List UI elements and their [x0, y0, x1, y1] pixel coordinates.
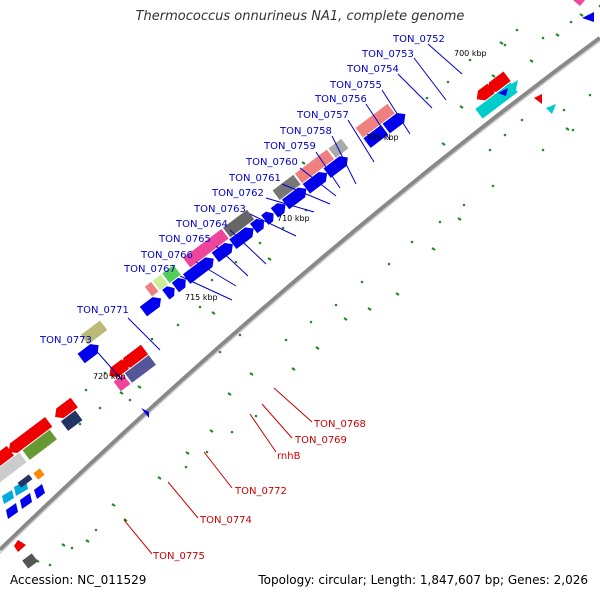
- cds-edge-16[interactable]: [546, 104, 556, 114]
- cds-ton0752[interactable]: [363, 125, 389, 148]
- map-title: Thermococcus onnurineus NA1, complete ge…: [135, 9, 465, 24]
- gene-label[interactable]: TON_0760: [245, 157, 298, 168]
- cds-arrow-5[interactable]: [270, 200, 289, 218]
- gene-label[interactable]: TON_0761: [228, 173, 281, 184]
- cds-arrow-4[interactable]: [281, 184, 310, 210]
- gene-label[interactable]: TON_0768: [313, 419, 366, 430]
- cds-arrow-12[interactable]: [162, 283, 178, 300]
- gene-label[interactable]: TON_0755: [329, 80, 382, 91]
- cog-block-khaki[interactable]: [80, 320, 108, 345]
- cds-arrow-10[interactable]: [182, 254, 217, 284]
- cog-block-darkgray[interactable]: [272, 174, 301, 201]
- cds-edge-12[interactable]: [582, 12, 594, 22]
- tick-label: 700 kbp: [454, 49, 487, 58]
- cog-block-green[interactable]: [162, 265, 181, 284]
- cog-block-salmon[interactable]: [355, 103, 395, 138]
- gene-label[interactable]: TON_0763: [193, 204, 246, 215]
- cds-edge-6[interactable]: [20, 493, 32, 509]
- gene-label[interactable]: TON_0774: [199, 515, 252, 526]
- cds-edge-2[interactable]: [2, 490, 14, 504]
- gene-label[interactable]: TON_0752: [392, 34, 445, 45]
- cds-rev-2[interactable]: [473, 83, 495, 104]
- cds-edge-11[interactable]: [573, 0, 585, 6]
- cds-edge-13[interactable]: [508, 80, 518, 90]
- cog-rev-cyan[interactable]: [475, 82, 518, 119]
- topology-summary: Topology: circular; Length: 1,847,607 bp…: [258, 573, 588, 587]
- accession-label: Accession: NC_011529: [10, 573, 147, 587]
- gene-label[interactable]: TON_0757: [296, 110, 349, 121]
- cog-rev-pink[interactable]: [113, 374, 131, 392]
- gene-label[interactable]: TON_0767: [123, 264, 176, 275]
- cds-ton0768[interactable]: [119, 344, 149, 371]
- gene-label[interactable]: TON_0766: [140, 250, 193, 261]
- tick-label: 705 kbp: [366, 133, 399, 142]
- genome-backbone: [0, 36, 600, 552]
- cds-edge-9[interactable]: [22, 553, 38, 569]
- feature-track: [0, 71, 518, 501]
- cds-ton0772[interactable]: [51, 397, 78, 422]
- edge-features: [2, 0, 594, 569]
- cog-rev-olive[interactable]: [22, 429, 57, 460]
- cds-edge-14[interactable]: [498, 88, 508, 96]
- cds-ton0775[interactable]: [0, 445, 14, 494]
- gene-label[interactable]: TON_0773: [39, 335, 92, 346]
- cds-ton0774[interactable]: [5, 416, 53, 457]
- cds-edge-8[interactable]: [14, 540, 26, 552]
- cds-arrow-6[interactable]: [261, 209, 277, 225]
- gene-label[interactable]: TON_0771: [76, 305, 129, 316]
- cds-rev-1[interactable]: [484, 71, 511, 96]
- gene-label[interactable]: TON_0765: [158, 234, 211, 245]
- tick-label: 715 kbp: [185, 293, 218, 302]
- gene-label[interactable]: TON_0754: [346, 64, 399, 75]
- cds-arrow-9[interactable]: [211, 239, 237, 263]
- gene-label[interactable]: TON_0769: [294, 435, 347, 446]
- leader-lines-red: [123, 387, 313, 555]
- cds-edge-7[interactable]: [34, 484, 45, 499]
- gene-label[interactable]: TON_0775: [152, 551, 205, 562]
- genome-backbone-shadow: [0, 40, 600, 554]
- cds-edge-10[interactable]: [141, 408, 149, 418]
- cds-edge-3[interactable]: [17, 474, 33, 488]
- cog-rev-navy-2[interactable]: [60, 410, 83, 431]
- gene-label[interactable]: TON_0772: [234, 486, 287, 497]
- gene-label[interactable]: TON_0756: [314, 94, 367, 105]
- leader-lines-blue: [91, 43, 463, 381]
- cog-block-salmon-2[interactable]: [294, 149, 335, 184]
- cds-arrow-8[interactable]: [229, 224, 257, 249]
- cds-edge-5[interactable]: [6, 503, 18, 519]
- cog-block-lightgreen[interactable]: [152, 274, 168, 291]
- gene-labels-reverse: TON_0768 TON_0769 rnhB TON_0772 TON_0774…: [152, 419, 366, 562]
- gene-label[interactable]: rnhB: [277, 451, 301, 462]
- gene-label[interactable]: TON_0762: [211, 188, 264, 199]
- cog-rev-lightgray[interactable]: [0, 452, 27, 501]
- cog-rev-navy[interactable]: [124, 355, 156, 383]
- cds-ton0769[interactable]: [106, 359, 129, 381]
- tick-label: 720 kbp: [93, 372, 126, 381]
- cds-arrow-3[interactable]: [302, 168, 331, 194]
- gene-labels-forward: TON_0752 TON_0753 TON_0754 TON_0755 TON_…: [39, 34, 445, 346]
- cog-block-pink[interactable]: [183, 228, 229, 268]
- gene-label[interactable]: TON_0764: [175, 219, 228, 230]
- cds-arrow-13[interactable]: [139, 294, 165, 317]
- tick-label: 710 kbp: [277, 214, 310, 223]
- tick-labels: 700 kbp 705 kbp 710 kbp 715 kbp 720 kbp: [93, 49, 487, 381]
- cds-arrow-14[interactable]: [77, 340, 103, 364]
- cds-edge-4[interactable]: [33, 468, 45, 480]
- gene-label[interactable]: TON_0759: [263, 141, 316, 152]
- gene-label[interactable]: TON_0758: [279, 126, 332, 137]
- green-ticks: [35, 13, 584, 563]
- cds-arrow-11[interactable]: [171, 275, 190, 293]
- cog-block-salmon-3[interactable]: [144, 281, 159, 297]
- cds-arrow-7[interactable]: [250, 216, 268, 234]
- cds-edge-15[interactable]: [534, 94, 542, 104]
- gene-label[interactable]: TON_0753: [361, 49, 414, 60]
